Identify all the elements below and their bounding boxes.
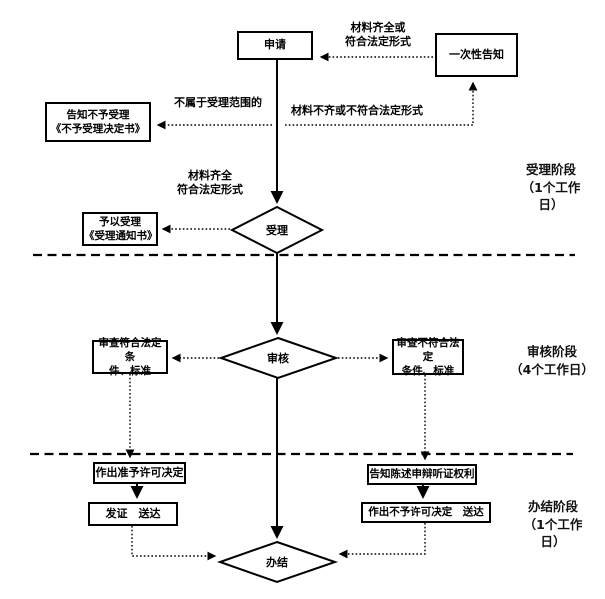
diamond-review	[217, 336, 340, 380]
diamond-review-label: 审核	[267, 352, 289, 365]
node-apply: 申请	[237, 31, 313, 60]
stage-label-complete: 办结阶段 （1个工作 日）	[523, 499, 583, 549]
diamond-accept	[229, 205, 325, 255]
diamond-accept-label: 受理	[266, 224, 288, 237]
edge-deny-to-complete	[338, 523, 426, 559]
node-one-time-notice: 一次性告知	[435, 33, 518, 77]
node-review-pass: 审查符合法定条 件、标准	[92, 337, 168, 377]
node-deny-deliver: 作出不予许可决定 送达	[361, 502, 491, 523]
node-accept-notice: 予以受理 《受理通知书》	[82, 212, 158, 246]
diamond-complete	[216, 540, 339, 584]
stage-label-review: 审核阶段 （4个工作日）	[510, 344, 594, 377]
diamond-complete-label: 办结	[266, 556, 288, 569]
node-inform-rights: 告知陈述申辩听证权利	[367, 464, 477, 485]
node-review-fail: 审查不符合法定 条件、标准	[392, 337, 464, 377]
edge-label-materials-ok-mid: 材料齐全 符合法定形式	[177, 169, 243, 196]
edge-label-materials-ok-top: 材料齐全或 符合法定形式	[345, 21, 411, 48]
node-grant-decision: 作出准予许可决定	[93, 462, 186, 484]
edge-label-not-in-scope: 不属于受理范围的	[174, 96, 262, 109]
node-reject-notice: 告知不予受理 《不予受理决定书》	[45, 102, 151, 142]
edge-label-materials-missing: 材料不齐或不符合法定形式	[291, 104, 423, 117]
edge-issue-to-complete	[131, 526, 217, 561]
node-issue-deliver: 发证 送达	[88, 502, 178, 526]
stage-label-accept: 受理阶段 （1个工作 日）	[521, 162, 581, 212]
